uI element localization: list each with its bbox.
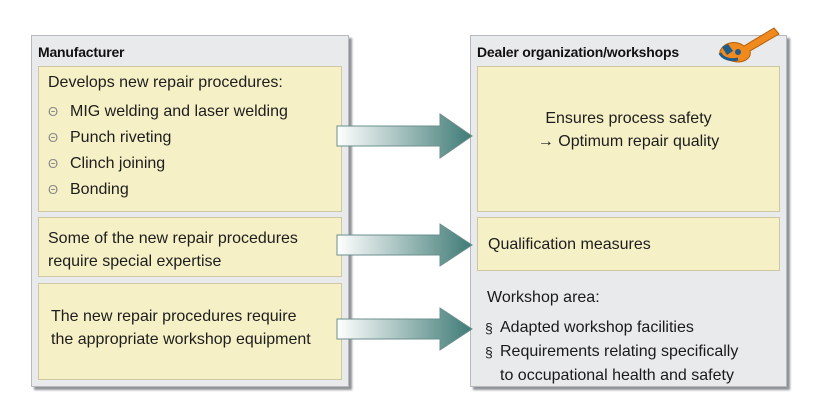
procedures-list: Θ MIG welding and laser welding Θ Punch … [48, 98, 341, 202]
special-expertise-box: Some of the new repair procedures requir… [38, 217, 342, 277]
bullet-icon: Θ [48, 181, 59, 197]
bullet-icon: Θ [48, 155, 59, 171]
workshop-area-heading: Workshop area: [487, 289, 600, 306]
list-item: to occupational health and safety [487, 364, 777, 388]
qualification-box: Qualification measures [477, 217, 780, 271]
repair-procedures-box: Develops new repair procedures: Θ MIG we… [38, 66, 342, 212]
procedure-clinch-joining: Clinch joining [70, 154, 166, 172]
workshop-facilities-text: Adapted workshop facilities [500, 319, 694, 336]
bullet-icon: Θ [48, 103, 59, 119]
qualification-text: Qualification measures [488, 236, 651, 253]
wrench-icon [718, 27, 780, 63]
arrow-right-icon [336, 223, 473, 267]
list-item: Θ Punch riveting [48, 124, 341, 150]
workshop-equipment-line2: the appropriate workshop equipment [51, 331, 311, 348]
repair-procedures-heading: Develops new repair procedures: [48, 74, 283, 91]
list-item: Θ MIG welding and laser welding [48, 98, 341, 124]
health-safety-text: to occupational health and safety [500, 367, 734, 384]
list-item: Θ Bonding [48, 176, 341, 202]
manufacturer-panel: Manufacturer Develops new repair procedu… [31, 35, 349, 387]
process-safety-line1: Ensures process safety [545, 110, 712, 127]
workshop-area: Workshop area: § Adapted workshop facili… [485, 286, 777, 388]
special-expertise-line2: require special expertise [48, 253, 222, 270]
bullet-icon: Θ [48, 129, 59, 145]
dealer-title: Dealer organization/workshops [477, 44, 679, 60]
workshop-equipment-line1: The new repair procedures require [51, 308, 297, 325]
arrow-right-icon [336, 307, 473, 351]
section-bullet-icon: § [485, 320, 493, 336]
procedure-punch-riveting: Punch riveting [70, 128, 172, 146]
procedure-mig-laser: MIG welding and laser welding [70, 102, 288, 120]
manufacturer-title: Manufacturer [38, 44, 125, 60]
procedure-bonding: Bonding [70, 180, 129, 198]
list-item: § Adapted workshop facilities [485, 316, 777, 340]
requirements-text: Requirements relating specifically [500, 343, 739, 360]
section-bullet-icon: § [485, 344, 493, 360]
list-item: § Requirements relating specifically [485, 340, 777, 364]
dealer-panel: Dealer organization/workshops Ensures pr… [470, 35, 787, 387]
list-item: Θ Clinch joining [48, 150, 341, 176]
process-safety-line2: → Optimum repair quality [537, 133, 720, 150]
process-safety-box: Ensures process safety → Optimum repair … [477, 66, 780, 212]
arrow-right-icon [336, 113, 473, 159]
workshop-equipment-box: The new repair procedures require the ap… [38, 283, 342, 380]
special-expertise-line1: Some of the new repair procedures [48, 230, 298, 247]
